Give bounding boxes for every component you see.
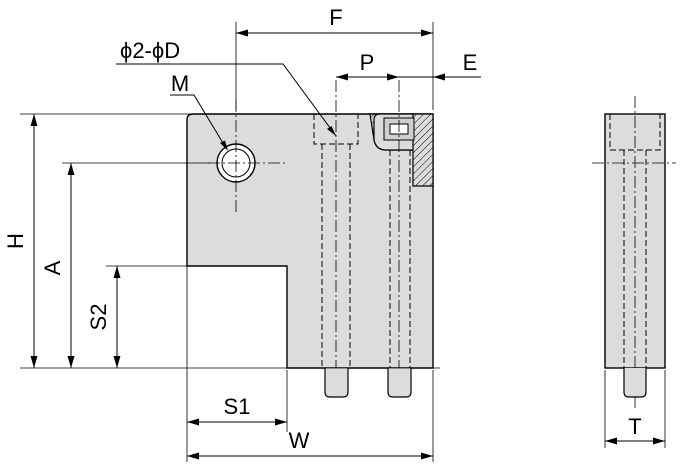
hidden-screw-lines: [321, 144, 411, 368]
side-view: [592, 96, 676, 410]
label-S2: S2: [86, 304, 111, 331]
screw-tips: [324, 368, 412, 398]
label-T: T: [628, 414, 641, 439]
side-screw-tip: [623, 368, 647, 398]
label-M: M: [171, 71, 189, 96]
label-holes: ϕ2-ϕD: [120, 38, 180, 63]
mount-hole: [208, 100, 288, 214]
label-W: W: [289, 428, 310, 453]
dimensions: [20, 22, 666, 462]
side-hidden-counterbore: [609, 114, 661, 151]
label-F: F: [329, 5, 342, 30]
label-E: E: [463, 50, 478, 75]
label-S1: S1: [224, 394, 251, 419]
label-H: H: [3, 233, 28, 249]
label-A: A: [40, 260, 65, 275]
front-view: [186, 80, 434, 400]
label-P: P: [360, 50, 375, 75]
dimension-labels: F ϕ2-ϕD P E M H A S2 S1 W T: [3, 5, 642, 453]
hidden-counterbore: [313, 114, 359, 145]
